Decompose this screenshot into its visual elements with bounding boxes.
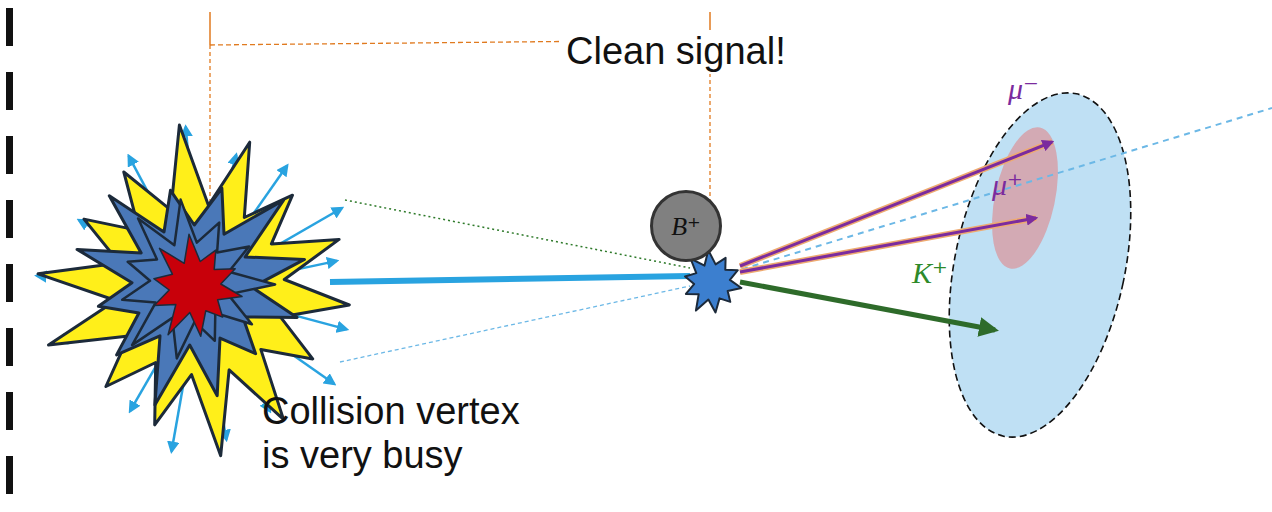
muon-tracks — [740, 142, 1052, 272]
projection-line — [340, 286, 690, 362]
particle-circle: B⁺ — [650, 190, 722, 262]
dashed-bar — [6, 8, 13, 494]
axis-line — [700, 108, 1272, 282]
annotation-text: Collision vertex is very busy — [262, 390, 547, 477]
kaon-track — [740, 282, 995, 330]
particle-label: μ⁻ — [1008, 72, 1039, 107]
detector-disk — [920, 76, 1159, 454]
kaon-projection — [345, 200, 690, 268]
particle-label: B⁺ — [671, 211, 701, 242]
b-flight-path — [330, 276, 690, 282]
particle-label: μ⁺ — [992, 168, 1023, 203]
particle-label: K⁺ — [912, 256, 948, 291]
caption-text: Clean signal! — [562, 30, 790, 74]
